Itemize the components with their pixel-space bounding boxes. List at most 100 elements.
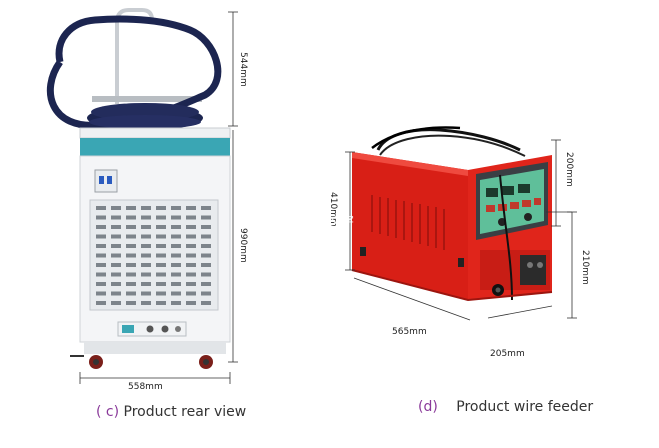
- vent-slot: [156, 206, 166, 210]
- vent-slot: [96, 253, 106, 258]
- vent-slot: [186, 234, 196, 239]
- wire-feeder-machine: [351, 126, 553, 302]
- vent-slot: [201, 263, 211, 267]
- vent-slot: [156, 272, 166, 277]
- vent-slot: [201, 253, 211, 258]
- vent-slot: [156, 301, 166, 305]
- vent-slot: [171, 282, 181, 286]
- vent-slot: [186, 253, 196, 258]
- vent-slot: [171, 291, 181, 296]
- vent-slot: [186, 282, 196, 286]
- body-height-dimension-label: 990mm: [238, 228, 248, 263]
- vent-slot: [171, 215, 181, 220]
- rear-view-dimension-lines: [79, 11, 238, 384]
- vent-slot: [126, 291, 136, 296]
- vent-slot: [171, 234, 181, 239]
- vent-slot: [126, 301, 136, 305]
- vent-slot: [186, 206, 196, 210]
- vent-slot: [111, 272, 121, 277]
- vent-slot: [141, 244, 151, 248]
- depth-dimension-label: 205mm: [490, 349, 525, 359]
- vent-slot: [111, 206, 121, 210]
- vent-slot: [126, 263, 136, 267]
- vent-slot: [186, 215, 196, 220]
- vent-slot: [96, 291, 106, 296]
- vent-slot: [201, 234, 211, 239]
- height-dimension-label: 410mm: [328, 192, 338, 227]
- vent-slot: [111, 253, 121, 258]
- vent-slot: [171, 225, 181, 229]
- vent-slot: [156, 282, 166, 286]
- vent-slot: [186, 225, 196, 229]
- vent-slot: [126, 215, 136, 220]
- vent-slot: [186, 301, 196, 305]
- vent-slot: [141, 253, 151, 258]
- vent-slot: [96, 206, 106, 210]
- vent-slot: [111, 234, 121, 239]
- vent-slot: [186, 291, 196, 296]
- vent-slot: [141, 225, 151, 229]
- vent-slot: [141, 215, 151, 220]
- vent-slot: [96, 301, 106, 305]
- vent-slot: [156, 244, 166, 248]
- vent-slot: [141, 291, 151, 296]
- vent-slot: [111, 244, 121, 248]
- vent-slot: [186, 263, 196, 267]
- vent-slot: [186, 244, 196, 248]
- width-dimension-label: 558mm: [128, 382, 163, 392]
- length-dimension-label: 565mm: [392, 327, 427, 337]
- vent-slot: [171, 253, 181, 258]
- top-height-dimension-label: 544mm: [238, 52, 248, 87]
- vent-slot: [171, 272, 181, 277]
- vent-slot: [201, 301, 211, 305]
- caption-rear-view-letter: ( c): [96, 404, 120, 420]
- vent-slot: [141, 282, 151, 286]
- vent-slot: [96, 215, 106, 220]
- vent-slot: [201, 272, 211, 277]
- vent-slot: [111, 263, 121, 267]
- lower-height-dimension-label: 210mm: [580, 250, 590, 285]
- vent-slot: [156, 234, 166, 239]
- vent-slot: [141, 234, 151, 239]
- vent-slot: [156, 225, 166, 229]
- vent-slot: [141, 272, 151, 277]
- caption-wire-feeder: (d) Product wire feeder: [418, 399, 593, 415]
- vent-slot: [201, 215, 211, 220]
- watermark-text: 清晰无文字: [290, 214, 356, 228]
- vent-slot: [171, 206, 181, 210]
- vent-slot: [126, 206, 136, 210]
- vent-slot: [156, 215, 166, 220]
- vent-slot: [111, 291, 121, 296]
- vent-slot: [171, 263, 181, 267]
- vent-slot: [156, 253, 166, 258]
- vent-slot: [201, 225, 211, 229]
- vent-slot: [111, 225, 121, 229]
- vent-slot: [156, 291, 166, 296]
- upper-height-dimension-label: 200mm: [564, 152, 574, 187]
- caption-wire-feeder-letter: (d): [418, 399, 438, 415]
- wire-feeder-dimension-lines: [345, 139, 577, 321]
- vent-slot: [111, 301, 121, 305]
- vent-slot: [126, 225, 136, 229]
- vent-slot: [171, 244, 181, 248]
- caption-rear-view-text: Product rear view: [123, 404, 247, 420]
- vent-slot: [96, 282, 106, 286]
- vent-slot: [111, 282, 121, 286]
- vent-slot: [141, 263, 151, 267]
- vent-slot: [111, 215, 121, 220]
- vent-slot: [201, 282, 211, 286]
- caption-wire-feeder-text: Product wire feeder: [456, 399, 594, 415]
- vent-slot: [96, 244, 106, 248]
- vent-slot: [156, 263, 166, 267]
- caption-rear-view: ( c) Product rear view: [96, 404, 246, 420]
- vent-slot: [201, 244, 211, 248]
- vent-slot: [186, 272, 196, 277]
- vent-slot: [96, 263, 106, 267]
- vent-slot: [171, 301, 181, 305]
- vent-slot: [201, 206, 211, 210]
- vent-slot: [126, 272, 136, 277]
- vent-slot: [141, 301, 151, 305]
- vent-slot: [96, 234, 106, 239]
- vent-slot: [96, 225, 106, 229]
